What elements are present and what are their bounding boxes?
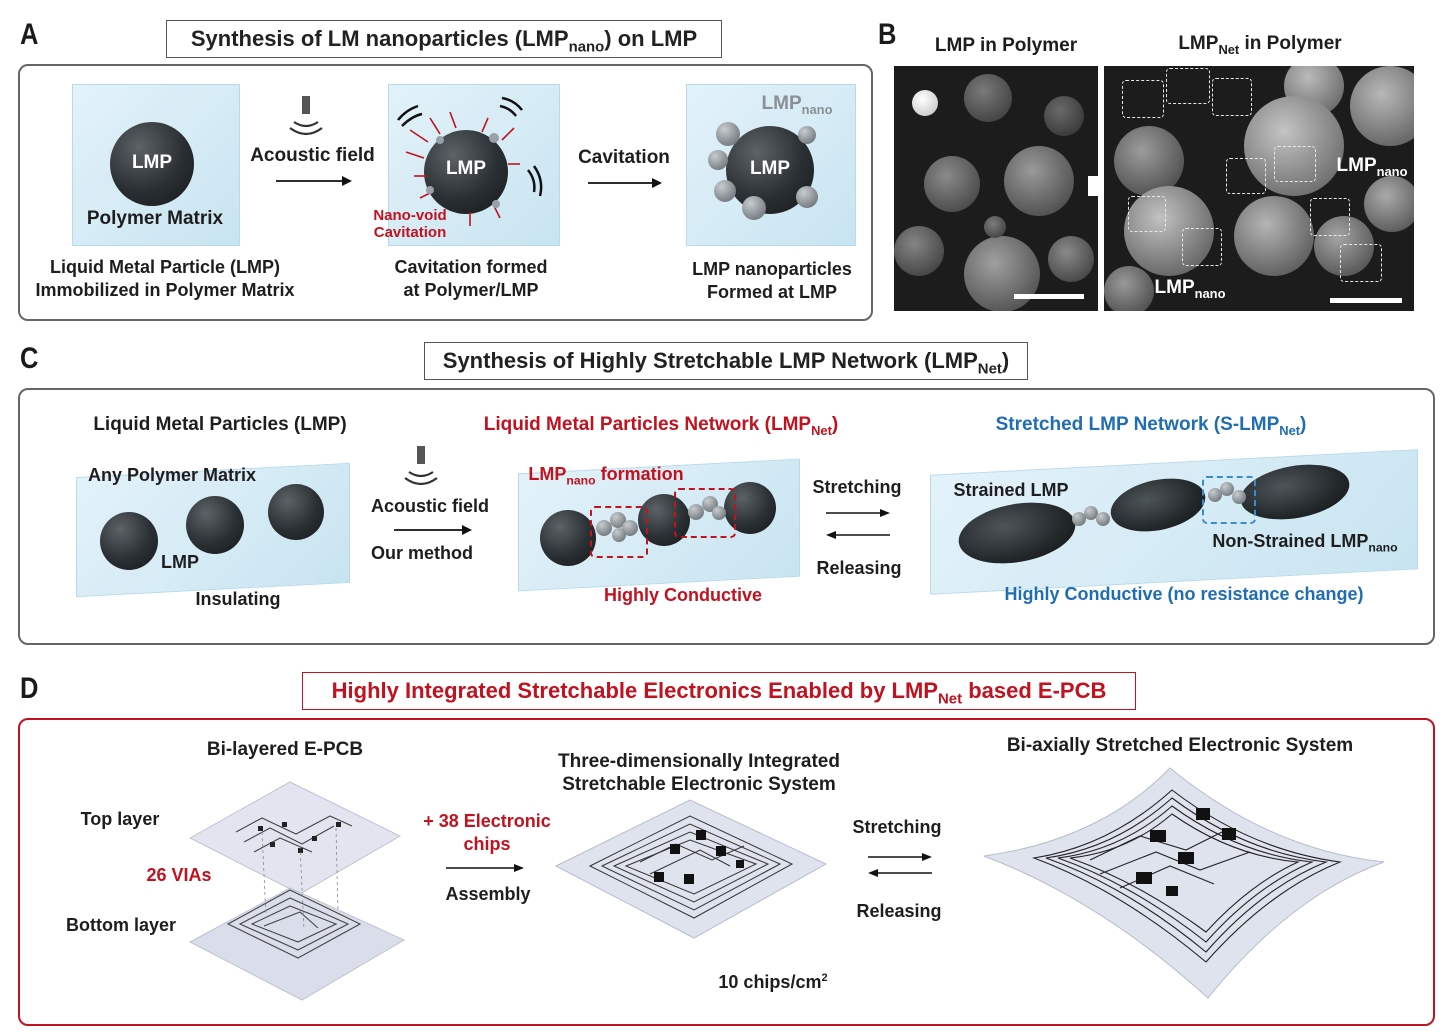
nano-highlight-box [590, 506, 648, 558]
nano-highlight-box [674, 488, 736, 538]
releasing-label: Releasing [856, 901, 942, 921]
lmp-label: LMP [445, 158, 487, 179]
sem-image-lmpnet: LMPnano LMPnano [1104, 66, 1414, 311]
lmpnano-label: LMPnano [1336, 155, 1408, 179]
cavitation-arrows [397, 96, 543, 226]
bilayer-pcb-drawing [188, 781, 406, 1001]
lmp-label: LMP [131, 152, 173, 173]
lmp-label: LMP [749, 158, 791, 179]
acoustic-arrow-a [276, 96, 352, 186]
lmp-nano-particle [1096, 512, 1110, 526]
panel-c-letter: C [20, 342, 39, 375]
assembly-arrow [446, 864, 524, 872]
lmpnano-formation-label: LMPnano formation [528, 464, 684, 488]
our-method-label: Our method [371, 543, 473, 563]
top-layer-label: Top layer [80, 809, 160, 829]
vias-label: 26 VIAs [146, 865, 212, 885]
lmp-sphere [186, 496, 244, 554]
lmp-sphere [110, 122, 194, 206]
scale-bar [1330, 298, 1402, 303]
polymer-matrix-label: Polymer Matrix [86, 208, 224, 229]
non-strained-lmpnano-label: Non-Strained LMPnano [1212, 531, 1398, 555]
lmp-nano-particle [1084, 506, 1098, 520]
stretch-release-arrows-d [868, 853, 932, 877]
bilayer-epcb-title: Bi-layered E-PCB [206, 739, 364, 760]
any-polymer-label: Any Polymer Matrix [87, 465, 257, 485]
panel-a-title: Synthesis of LM nanoparticles (LMPnano) … [166, 20, 722, 58]
panel-a-frame [18, 64, 873, 321]
highly-conductive-label: Highly Conductive [603, 585, 762, 605]
lmpnet-in-polymer-title: LMPNet in Polymer [1178, 33, 1342, 57]
lmpnano-label: LMPnano [1154, 277, 1226, 301]
lmp-nano-particle [1232, 490, 1246, 504]
lmpnet-column-title: Liquid Metal Particles Network (LMPNet) [483, 414, 839, 438]
lmp-sphere [540, 510, 596, 566]
lmp-nano-particle [1072, 512, 1086, 526]
s-lmpnet-column-title: Stretched LMP Network (S-LMPNet) [995, 414, 1307, 438]
lmp-nano-particle [622, 520, 638, 536]
lmp-nano-particle [596, 520, 612, 536]
lmp-sphere [100, 512, 158, 570]
bottom-layer-label: Bottom layer [65, 915, 177, 935]
panel-d-title: Highly Integrated Stretchable Electronic… [302, 672, 1136, 710]
lmp-in-polymer-title: LMP in Polymer [934, 35, 1078, 56]
cavitation-label: Cavitation [578, 147, 670, 168]
nano-highlight-box [1202, 476, 1256, 524]
lmp-label: LMP [161, 552, 199, 572]
panel-a-letter: A [20, 18, 39, 51]
releasing-label: Releasing [816, 558, 902, 578]
lmp-nano-label: LMPnano [761, 93, 833, 117]
biaxial-system-title: Bi-axially Stretched Electronic System [1006, 735, 1354, 756]
lmp-nano-particle [712, 506, 726, 520]
highly-conductive-no-change-label: Highly Conductive (no resistance change) [1004, 584, 1364, 604]
acoustic-arrow-c [394, 446, 472, 535]
lmp-nano-particle [1220, 482, 1234, 496]
lmp-nano-particle [716, 122, 740, 146]
lmp-nano-particle [708, 150, 728, 170]
insulating-label: Insulating [195, 589, 281, 609]
lmp-sphere [424, 130, 508, 214]
panel-b-letter: B [878, 18, 897, 51]
scale-bar [1014, 294, 1084, 299]
lmp-nano-particle [742, 196, 766, 220]
lmp-nano-particle [714, 180, 736, 202]
stretching-label: Stretching [852, 817, 942, 837]
lmp-nano-particle [1208, 488, 1222, 502]
panel-c-frame [18, 388, 1435, 645]
panel-d-letter: D [20, 672, 39, 705]
lmp-nano-particle [612, 528, 626, 542]
integrated-system-drawing [554, 799, 828, 939]
panel-d-frame [18, 718, 1435, 1026]
polymer-cube [72, 84, 240, 246]
strained-lmp-label: Strained LMP [953, 480, 1069, 500]
lmp-nano-particle [796, 186, 818, 208]
lmp-sphere [268, 484, 324, 540]
stretch-release-arrows-c [826, 509, 890, 539]
acoustic-field-label: Acoustic field [250, 145, 375, 166]
lmp-nano-particle [798, 126, 816, 144]
assembly-label: Assembly [445, 884, 531, 904]
lmp-nano-particle [688, 504, 704, 520]
cavitation-arrow [588, 178, 662, 188]
lmp-column-title: Liquid Metal Particles (LMP) [93, 414, 347, 435]
stretching-label: Stretching [812, 477, 902, 497]
caption-lmp-immobilized: Liquid Metal Particle (LMP)Immobilized i… [35, 257, 295, 300]
sem-image-lmp [894, 66, 1098, 311]
biaxial-stretched-drawing [983, 767, 1385, 999]
acoustic-field-label: Acoustic field [370, 496, 490, 516]
chip-density-label: 10 chips/cm2 [718, 972, 828, 992]
panel-c-title: Synthesis of Highly Stretchable LMP Netw… [424, 342, 1028, 380]
